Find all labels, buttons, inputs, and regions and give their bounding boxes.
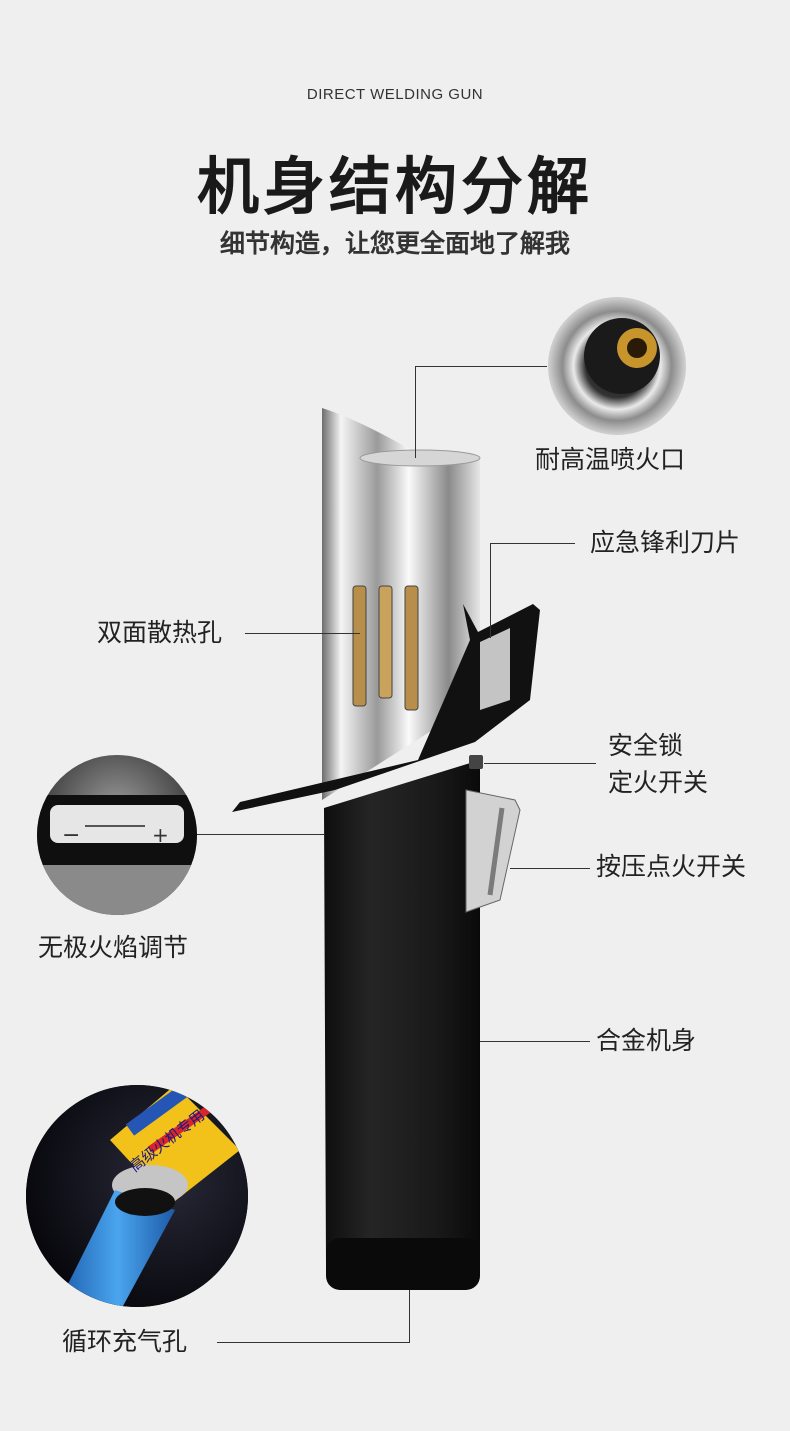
leader-line [197, 834, 324, 835]
leader-line [490, 543, 575, 544]
svg-text:+: + [152, 823, 169, 847]
nozzle-top-opening [359, 449, 481, 467]
svg-text:−: − [62, 823, 80, 848]
vent-slot [352, 585, 367, 707]
leader-line [484, 763, 596, 764]
callout-press-ignition: 按压点火开关 [596, 852, 747, 881]
callout-safety-lock-2: 定火开关 [608, 768, 709, 797]
leader-line [490, 543, 491, 638]
black-guard-fin [232, 604, 540, 812]
leader-line [415, 366, 416, 458]
vent-slot [404, 585, 419, 711]
nozzle-inset [548, 297, 686, 435]
callout-refill-port: 循环充气孔 [62, 1327, 188, 1356]
body-base-cap [326, 1238, 480, 1290]
leader-line [409, 1290, 410, 1342]
page-title: 机身结构分解 [196, 150, 593, 223]
press-trigger-shape [465, 789, 521, 913]
leader-line [415, 366, 547, 367]
callout-nozzle: 耐高温喷火口 [535, 445, 686, 474]
flame-adjust-inset: − + [37, 755, 197, 915]
leader-line [217, 1342, 410, 1343]
callout-flame-adjust: 无极火焰调节 [38, 933, 189, 962]
leader-line [510, 868, 590, 869]
callout-alloy-body: 合金机身 [596, 1026, 697, 1055]
page-kicker: DIRECT WELDING GUN [306, 86, 484, 103]
safety-lock-knob [469, 755, 483, 769]
callout-safety-lock-1: 安全锁 [608, 731, 684, 760]
alloy-body-shape [324, 760, 480, 1290]
blade-shape [480, 628, 510, 710]
leader-line [480, 1041, 590, 1042]
callout-vents: 双面散热孔 [97, 618, 223, 647]
page-subtitle: 细节构造，让您更全面地了解我 [219, 229, 570, 258]
callout-blade: 应急锋利刀片 [590, 528, 741, 557]
refill-inset: 高级火机专用 [26, 1085, 248, 1307]
torch-lighter [232, 408, 540, 1290]
leader-line [245, 633, 360, 634]
vent-slot [378, 585, 393, 699]
